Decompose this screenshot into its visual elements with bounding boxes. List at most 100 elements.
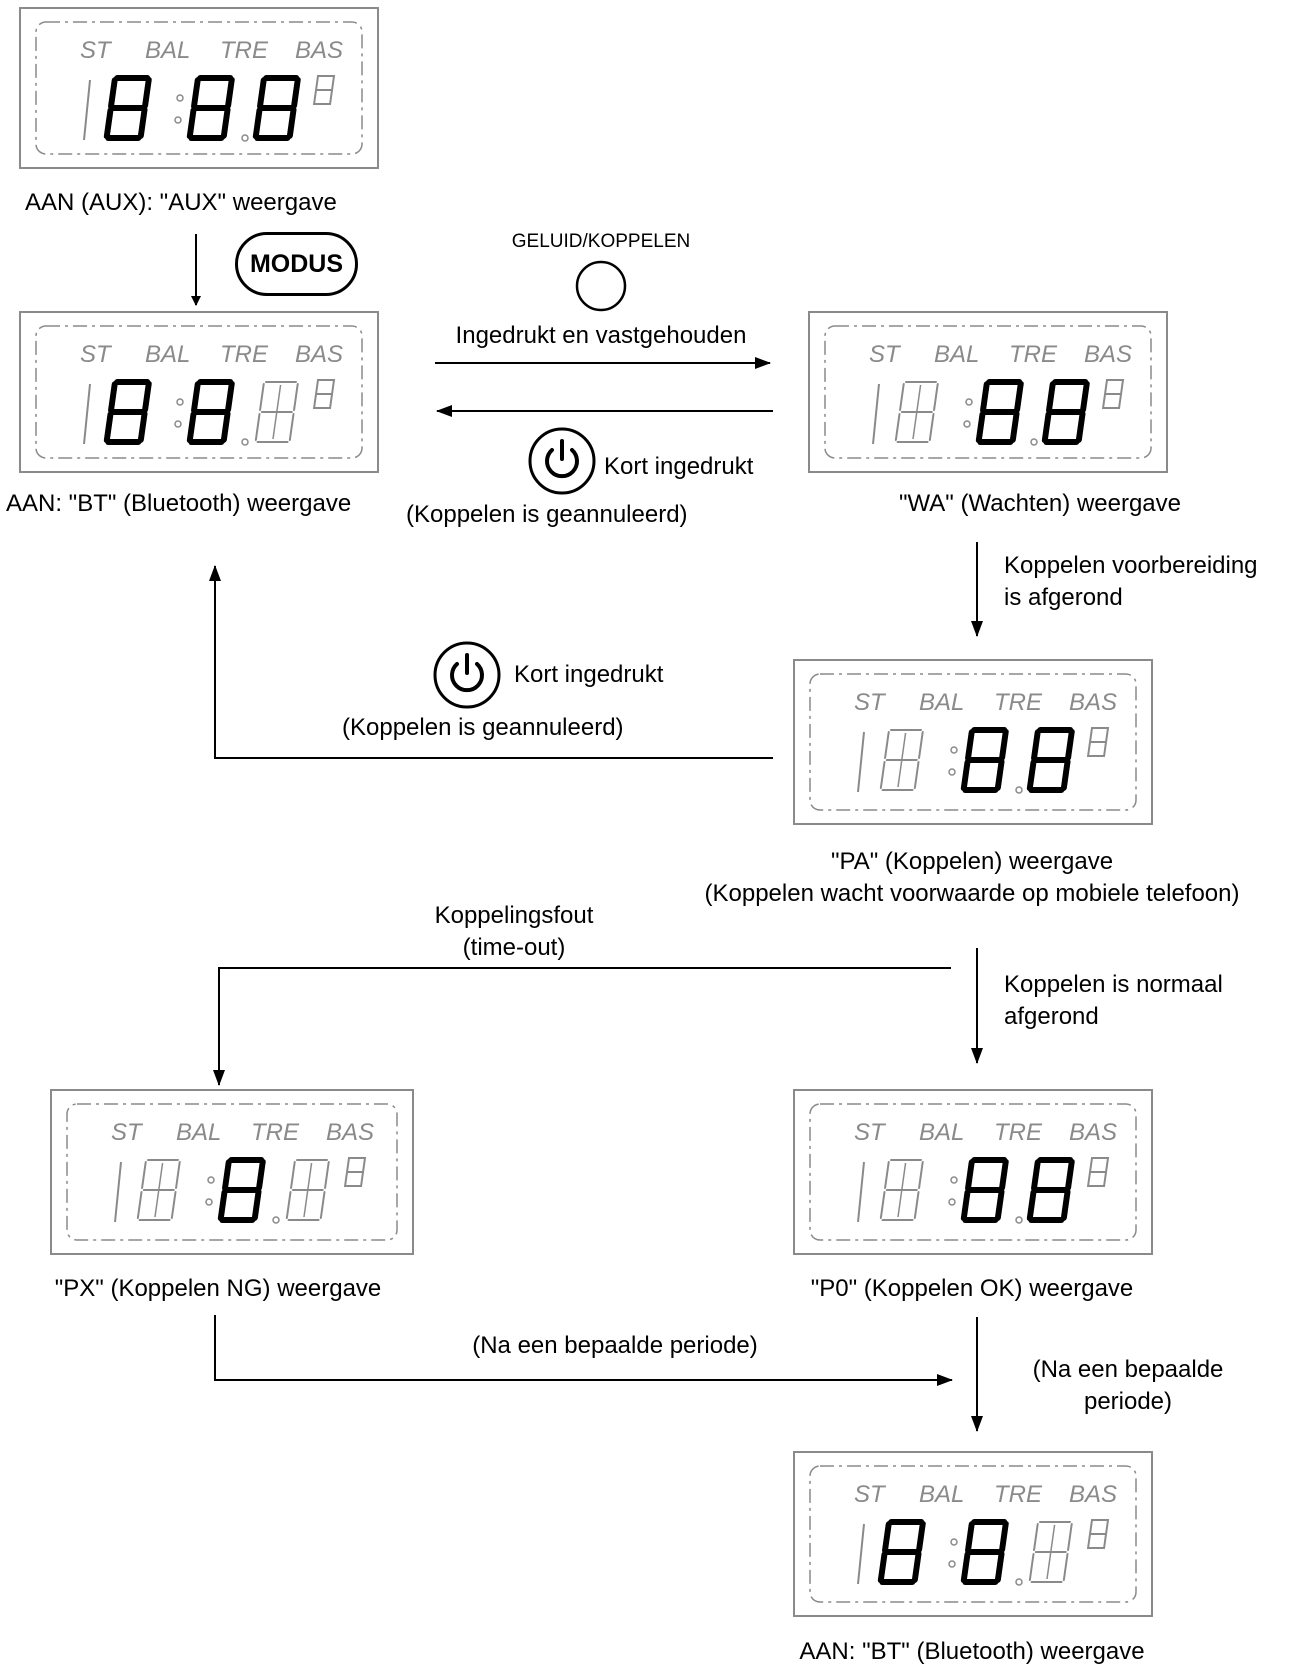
lcd-digit (1041, 379, 1090, 445)
lcd-dot (241, 438, 249, 446)
lcd-indicator-label: BAL (145, 341, 190, 368)
lcd-indicator-label: ST (111, 1119, 144, 1146)
lcd-digit-one (83, 79, 91, 141)
lcd-digit (960, 1519, 1009, 1585)
lcd-indicator-label: TRE (994, 1481, 1043, 1508)
lcd-indicator-label: TRE (1009, 341, 1058, 368)
lcd-indicator-label: BAS (295, 37, 343, 64)
lcd-indicator-label: BAL (919, 1119, 964, 1146)
lcd-digit-one (114, 1161, 122, 1223)
label-normal-done-1: Koppelen is normaal (1004, 971, 1223, 998)
lcd-indicator-label: BAS (1069, 1481, 1117, 1508)
lcd-digit (217, 1157, 266, 1223)
lcd-small-digit (312, 379, 336, 409)
caption-pa-line2: (Koppelen wacht voorwaarde op mobiele te… (704, 880, 1240, 907)
label-prep-done-1: Koppelen voorbereiding (1004, 552, 1258, 579)
lcd-indicator-label: BAL (919, 689, 964, 716)
lcd-indicator-label: BAS (1084, 341, 1132, 368)
lcd-colon (948, 1198, 956, 1206)
lcd-digit (960, 727, 1009, 793)
label-after-period-col-2: periode) (1083, 1388, 1173, 1415)
lcd-digit-one (857, 1161, 865, 1223)
label-short-press-1: Kort ingedrukt (604, 453, 754, 480)
lcd-dot (272, 1216, 280, 1224)
label-normal-done-2: afgerond (1004, 1003, 1099, 1030)
lcd-dot (1015, 786, 1023, 794)
lcd-digit (186, 379, 235, 445)
sound-pair-button-icon (575, 260, 627, 312)
lcd-colon (176, 398, 184, 406)
lcd-digit (136, 1159, 181, 1221)
lcd-digit (285, 1159, 330, 1221)
lcd-digit-one (83, 383, 91, 445)
lcd-digit-one (872, 383, 880, 445)
lcd-dot (1015, 1216, 1023, 1224)
lcd-dot (241, 134, 249, 142)
lcd-pa: ST BAL TRE BAS (793, 659, 1153, 825)
caption-wa: "WA" (Wachten) weergave (898, 490, 1182, 517)
lcd-indicator-label: BAL (934, 341, 979, 368)
lcd-small-digit (1101, 379, 1125, 409)
power-icon (433, 641, 501, 709)
arrow-pa-to-px (213, 967, 951, 1086)
lcd-dot (1015, 1578, 1023, 1586)
lcd-small-digit (1086, 727, 1110, 757)
lcd-digit (975, 379, 1024, 445)
lcd-indicator-label: ST (854, 1119, 887, 1146)
lcd-colon (176, 94, 184, 102)
lcd-small-digit (343, 1157, 367, 1187)
lcd-dot (1030, 438, 1038, 446)
lcd-colon (174, 420, 182, 428)
arrow-px-to-final (214, 1315, 953, 1386)
lcd-colon (950, 1176, 958, 1184)
lcd-indicator-label: ST (854, 689, 887, 716)
lcd-digit (894, 381, 939, 443)
lcd-colon (948, 768, 956, 776)
lcd-indicator-label: TRE (994, 689, 1043, 716)
lcd-colon (174, 116, 182, 124)
lcd-indicator-label: TRE (220, 37, 269, 64)
label-pressed-held: Ingedrukt en vastgehouden (455, 322, 747, 349)
lcd-digit (103, 75, 152, 141)
lcd-digit (252, 75, 301, 141)
modus-button: MODUS (235, 232, 358, 296)
label-fail-2: (time-out) (462, 934, 566, 961)
lcd-digit (1028, 1521, 1073, 1583)
lcd-indicator-label: ST (869, 341, 902, 368)
lcd-digit-one (857, 1523, 865, 1585)
lcd-indicator-label: BAS (1069, 1119, 1117, 1146)
lcd-digit (186, 75, 235, 141)
lcd-digit (877, 1519, 926, 1585)
lcd-digit-one (857, 731, 865, 793)
lcd-colon (963, 420, 971, 428)
lcd-digit (103, 379, 152, 445)
lcd-indicator-label: ST (80, 37, 113, 64)
lcd-indicator-label: TRE (251, 1119, 300, 1146)
lcd-colon (950, 1538, 958, 1546)
arrow-pa-to-bt (209, 565, 773, 759)
lcd-indicator-label: BAL (176, 1119, 221, 1146)
lcd-indicator-label: BAS (1069, 689, 1117, 716)
lcd-indicator-label: BAS (295, 341, 343, 368)
lcd-colon (207, 1176, 215, 1184)
caption-bt-final: AAN: "BT" (Bluetooth) weergave (799, 1638, 1145, 1665)
lcd-bt: ST BAL TRE BAS (19, 311, 379, 473)
lcd-digit (879, 729, 924, 791)
lcd-indicator-label: TRE (220, 341, 269, 368)
caption-pa-line1: "PA" (Koppelen) weergave (830, 848, 1114, 875)
label-cancelled-2: (Koppelen is geannuleerd) (342, 714, 624, 741)
label-cancelled-1: (Koppelen is geannuleerd) (406, 501, 688, 528)
power-icon (528, 427, 596, 495)
lcd-colon (965, 398, 973, 406)
label-prep-done-2: is afgerond (1004, 584, 1123, 611)
lcd-small-digit (312, 75, 336, 105)
lcd-indicator-label: ST (80, 341, 113, 368)
label-after-period-row: (Na een bepaalde periode) (472, 1332, 758, 1359)
caption-p0: "P0" (Koppelen OK) weergave (810, 1275, 1134, 1302)
lcd-indicator-label: ST (854, 1481, 887, 1508)
caption-bt: AAN: "BT" (Bluetooth) weergave (6, 490, 352, 517)
lcd-digit (1026, 1157, 1075, 1223)
